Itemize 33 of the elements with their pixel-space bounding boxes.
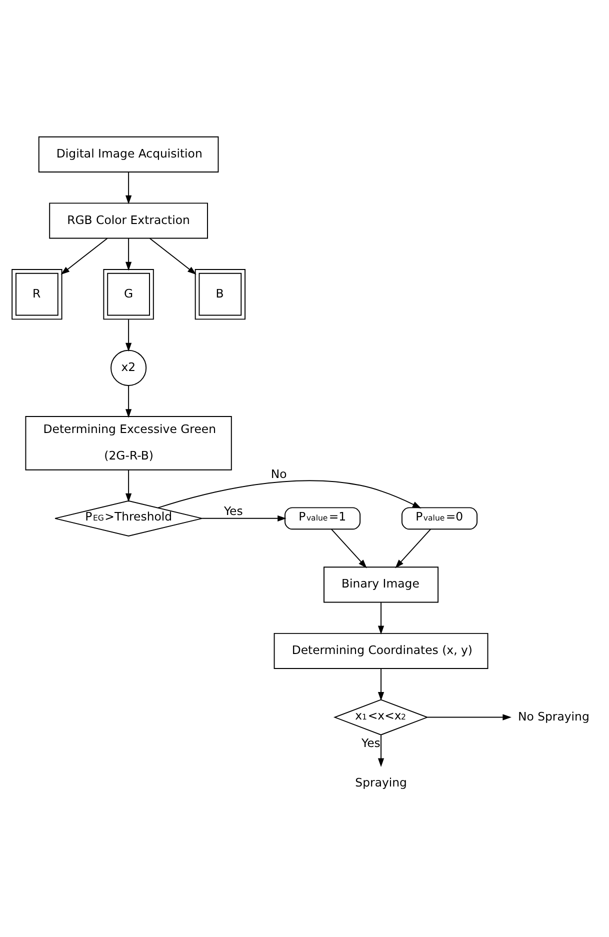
node-box: R (12, 268, 62, 320)
arrow (378, 668, 384, 700)
arrow (378, 734, 384, 767)
arrow (157, 480, 422, 508)
node-text: Spraying (355, 775, 407, 790)
node-diamond: PEG>Threshold (54, 500, 203, 536)
edge-label: No (270, 466, 287, 481)
node-diamond: x1<x<x2 (333, 698, 429, 735)
arrow (330, 528, 367, 568)
arrow (378, 602, 384, 634)
arrow (125, 384, 132, 418)
arrow (202, 514, 286, 521)
arrow (427, 714, 512, 720)
node-box: G (103, 268, 154, 320)
node-text: No Spraying (518, 708, 590, 723)
node-box: Pvalue=1 (284, 506, 361, 530)
node-box: Determining Coordinates (x, y) (274, 632, 488, 669)
node-box: Binary Image (324, 566, 439, 602)
node-box: Determining Excessive Green (2G-R-B) (25, 415, 232, 470)
arrow (125, 237, 132, 270)
node-circle: x2 (110, 349, 147, 386)
node-box: RGB Color Extraction (49, 202, 208, 238)
node-box: B (194, 268, 246, 320)
arrow (125, 468, 132, 502)
arrow (60, 237, 108, 274)
node-box: Digital Image Acquisition (38, 136, 219, 172)
arrow (149, 237, 196, 274)
edge-label: Yes (224, 504, 243, 518)
arrow (125, 171, 132, 204)
arrow (125, 318, 132, 352)
node-box: Pvalue=0 (401, 506, 478, 530)
edge-label: Yes (362, 736, 380, 750)
arrow (395, 528, 432, 568)
